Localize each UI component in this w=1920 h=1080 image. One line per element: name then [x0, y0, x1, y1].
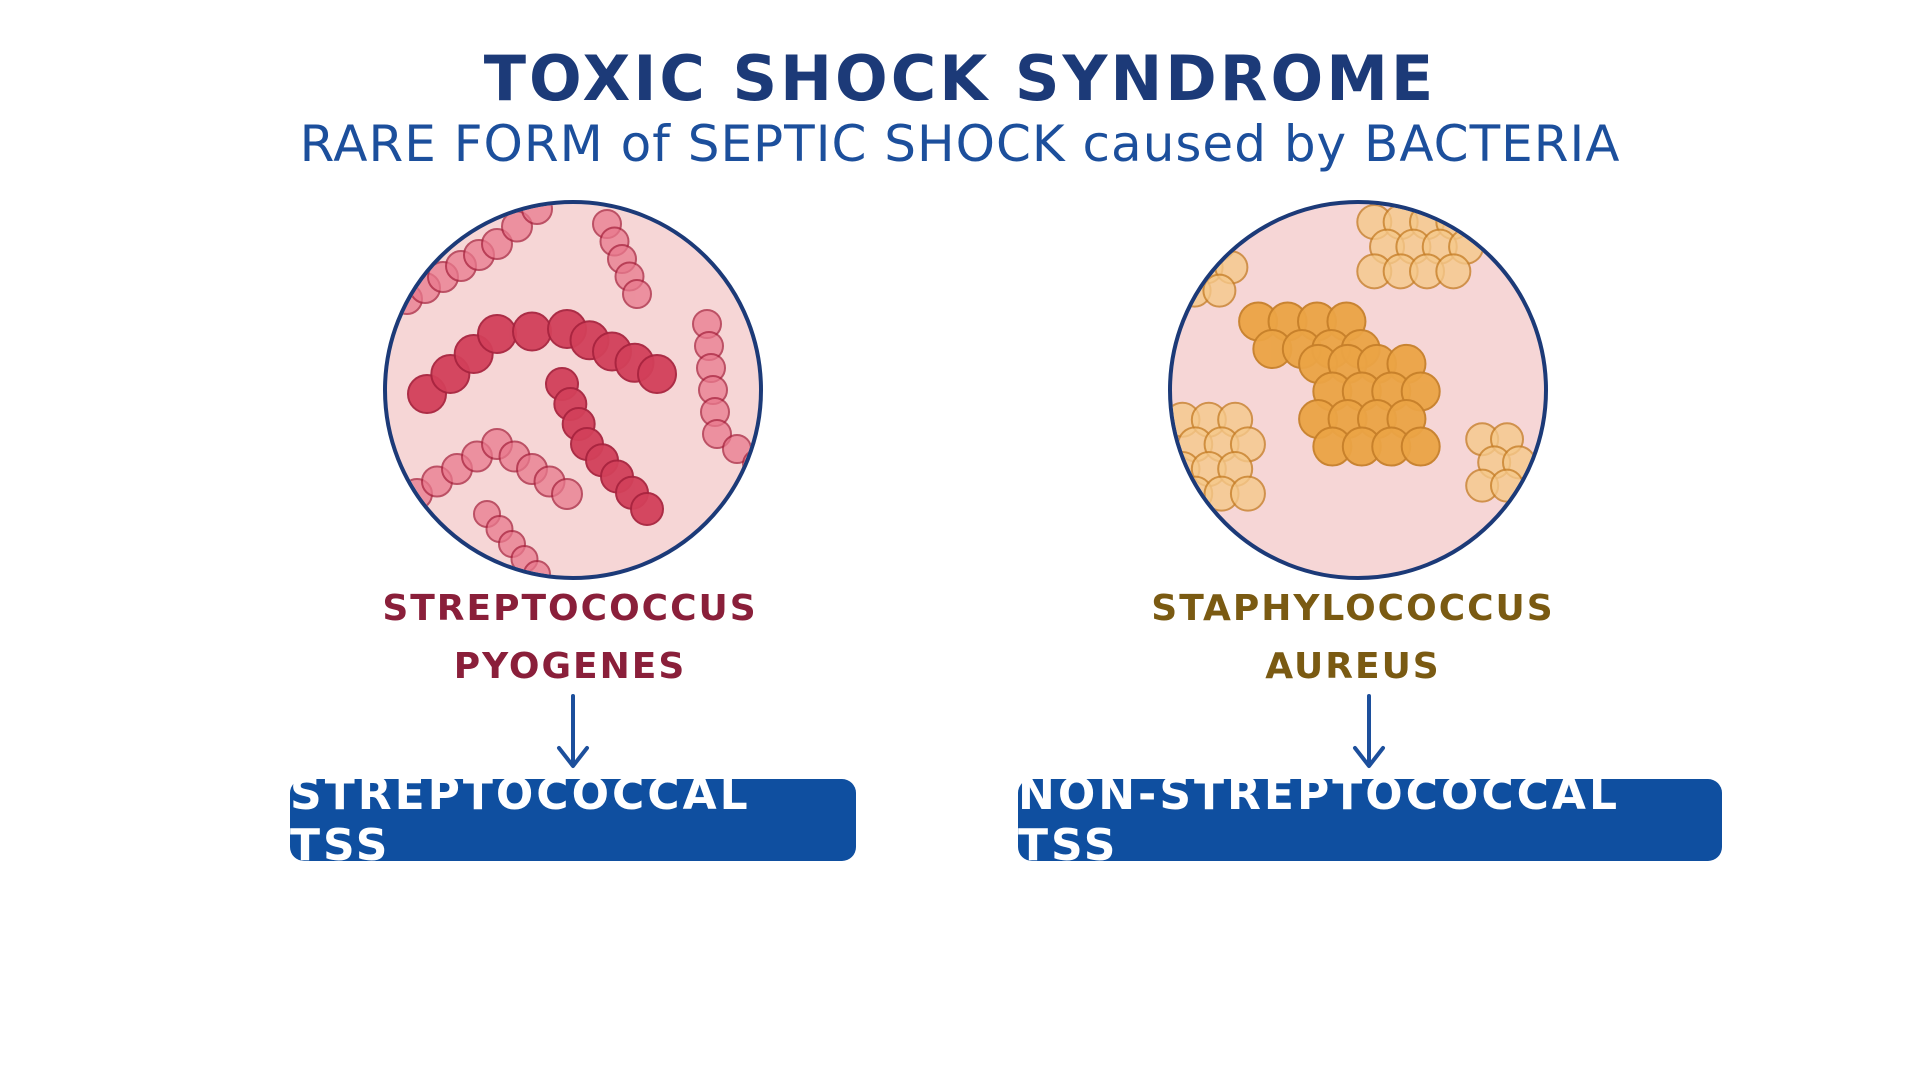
streptococcus-chain-icon — [383, 200, 763, 580]
staph-organism-line2: AUREUS — [1265, 646, 1441, 687]
staph-organism-line1: STAPHYLOCOCCUS — [1151, 588, 1555, 629]
strep-organism-label: STREPTOCOCCUS PYOGENES — [270, 580, 870, 696]
streptococcal-tss-box: STREPTOCOCCAL TSS — [290, 769, 856, 871]
arrow-down-icon — [557, 694, 589, 768]
page-title: TOXIC SHOCK SYNDROME — [483, 42, 1437, 115]
staph-organism-label: STAPHYLOCOCCUS AUREUS — [1053, 580, 1653, 696]
strep-organism-line2: PYOGENES — [453, 646, 687, 687]
strep-organism-line1: STREPTOCOCCUS — [382, 588, 758, 629]
page-subtitle: RARE FORM of SEPTIC SHOCK caused by BACT… — [299, 115, 1621, 173]
non-streptococcal-tss-box: NON-STREPTOCOCCAL TSS — [1018, 769, 1722, 871]
staphylococcus-cluster-icon — [1168, 200, 1548, 580]
arrow-down-icon — [1353, 694, 1385, 768]
